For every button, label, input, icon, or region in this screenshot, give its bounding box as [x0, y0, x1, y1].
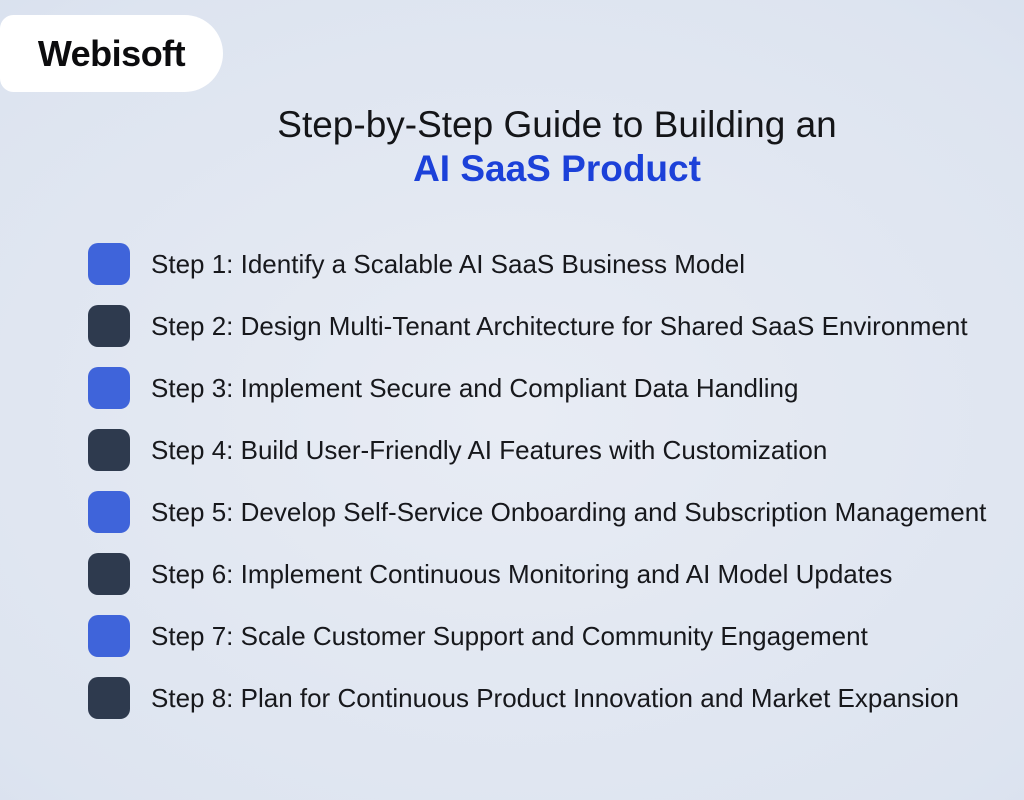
- step-marker-icon: [88, 491, 130, 533]
- title-line-1: Step-by-Step Guide to Building an: [277, 104, 837, 145]
- step-label: Step 8: Plan for Continuous Product Inno…: [151, 682, 959, 713]
- step-label: Step 3: Implement Secure and Compliant D…: [151, 372, 799, 403]
- step-label: Step 5: Develop Self-Service Onboarding …: [151, 496, 987, 527]
- step-row: Step 7: Scale Customer Support and Commu…: [88, 615, 986, 657]
- step-marker-icon: [88, 367, 130, 409]
- step-row: Step 6: Implement Continuous Monitoring …: [88, 553, 986, 595]
- step-marker-icon: [88, 243, 130, 285]
- step-label: Step 2: Design Multi-Tenant Architecture…: [151, 310, 968, 341]
- step-row: Step 8: Plan for Continuous Product Inno…: [88, 677, 986, 719]
- step-marker-icon: [88, 305, 130, 347]
- step-row: Step 3: Implement Secure and Compliant D…: [88, 367, 986, 409]
- title-line-2: AI SaaS Product: [413, 148, 701, 189]
- step-label: Step 4: Build User-Friendly AI Features …: [151, 434, 828, 465]
- step-label: Step 6: Implement Continuous Monitoring …: [151, 558, 893, 589]
- logo-text: Webisoft: [37, 32, 186, 74]
- step-row: Step 5: Develop Self-Service Onboarding …: [88, 491, 986, 533]
- steps-list: Step 1: Identify a Scalable AI SaaS Busi…: [88, 243, 986, 719]
- step-label: Step 7: Scale Customer Support and Commu…: [151, 620, 868, 651]
- step-label: Step 1: Identify a Scalable AI SaaS Busi…: [151, 248, 746, 279]
- step-marker-icon: [88, 429, 130, 471]
- step-marker-icon: [88, 615, 130, 657]
- step-row: Step 2: Design Multi-Tenant Architecture…: [88, 305, 986, 347]
- step-marker-icon: [88, 553, 130, 595]
- webisoft-logo: Webisoft: [0, 15, 223, 92]
- step-row: Step 4: Build User-Friendly AI Features …: [88, 429, 986, 471]
- step-marker-icon: [88, 677, 130, 719]
- step-row: Step 1: Identify a Scalable AI SaaS Busi…: [88, 243, 986, 285]
- page-title: Step-by-Step Guide to Building an AI Saa…: [90, 103, 1024, 191]
